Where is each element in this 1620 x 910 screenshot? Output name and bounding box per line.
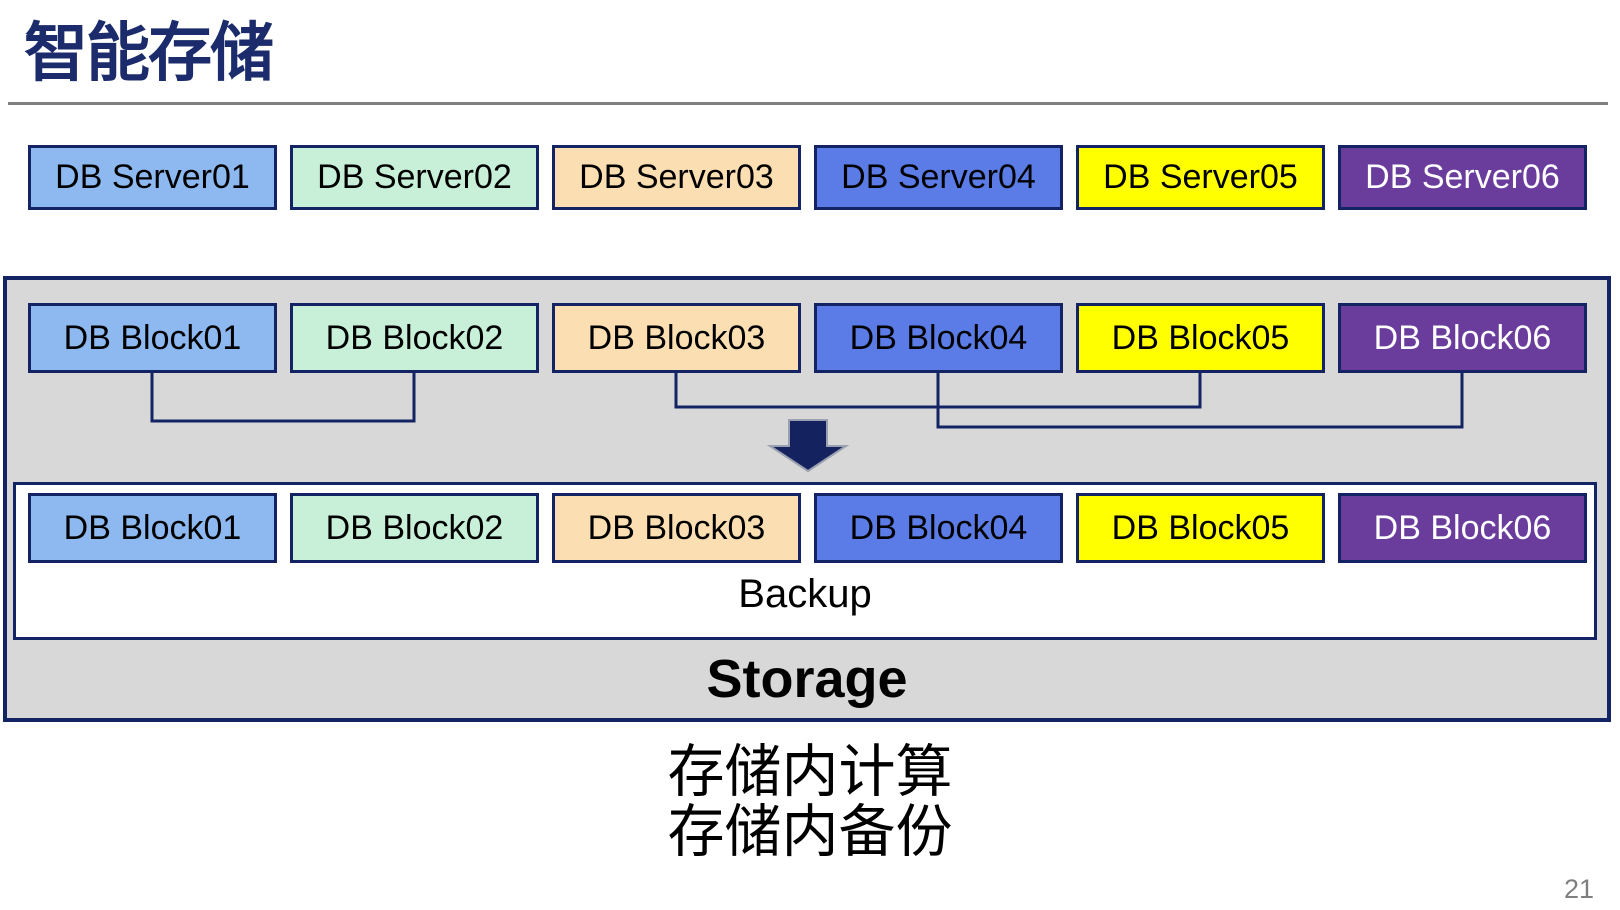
db-server04-box: DB Server04: [814, 145, 1063, 210]
upper-db-block03-box: DB Block03: [552, 303, 801, 373]
lower-db-block02-box: DB Block02: [290, 493, 539, 563]
db-server06-box: DB Server06: [1338, 145, 1587, 210]
db-server02-box: DB Server02: [290, 145, 539, 210]
lower-db-block01-box: DB Block01: [28, 493, 277, 563]
caption: 存储内计算 存储内备份: [0, 742, 1620, 862]
db-server01-box: DB Server01: [28, 145, 277, 210]
lower-db-block03-box: DB Block03: [552, 493, 801, 563]
storage-label: Storage: [706, 649, 908, 709]
page-number: 21: [1563, 874, 1594, 904]
upper-db-block06-box: DB Block06: [1338, 303, 1587, 373]
db-server03-box: DB Server03: [552, 145, 801, 210]
caption-line-2: 存储内备份: [667, 800, 953, 864]
title-divider: [8, 102, 1608, 105]
upper-db-block01-box: DB Block01: [28, 303, 277, 373]
caption-line-1: 存储内计算: [667, 740, 953, 804]
upper-db-block05-box: DB Block05: [1076, 303, 1325, 373]
upper-db-block04-box: DB Block04: [814, 303, 1063, 373]
backup-box: [13, 482, 1597, 640]
slide-title: 智能存储: [24, 17, 274, 89]
db-server05-box: DB Server05: [1076, 145, 1325, 210]
lower-db-block05-box: DB Block05: [1076, 493, 1325, 563]
lower-db-block06-box: DB Block06: [1338, 493, 1587, 563]
upper-db-block02-box: DB Block02: [290, 303, 539, 373]
lower-db-block04-box: DB Block04: [814, 493, 1063, 563]
backup-label: Backup: [738, 572, 872, 616]
